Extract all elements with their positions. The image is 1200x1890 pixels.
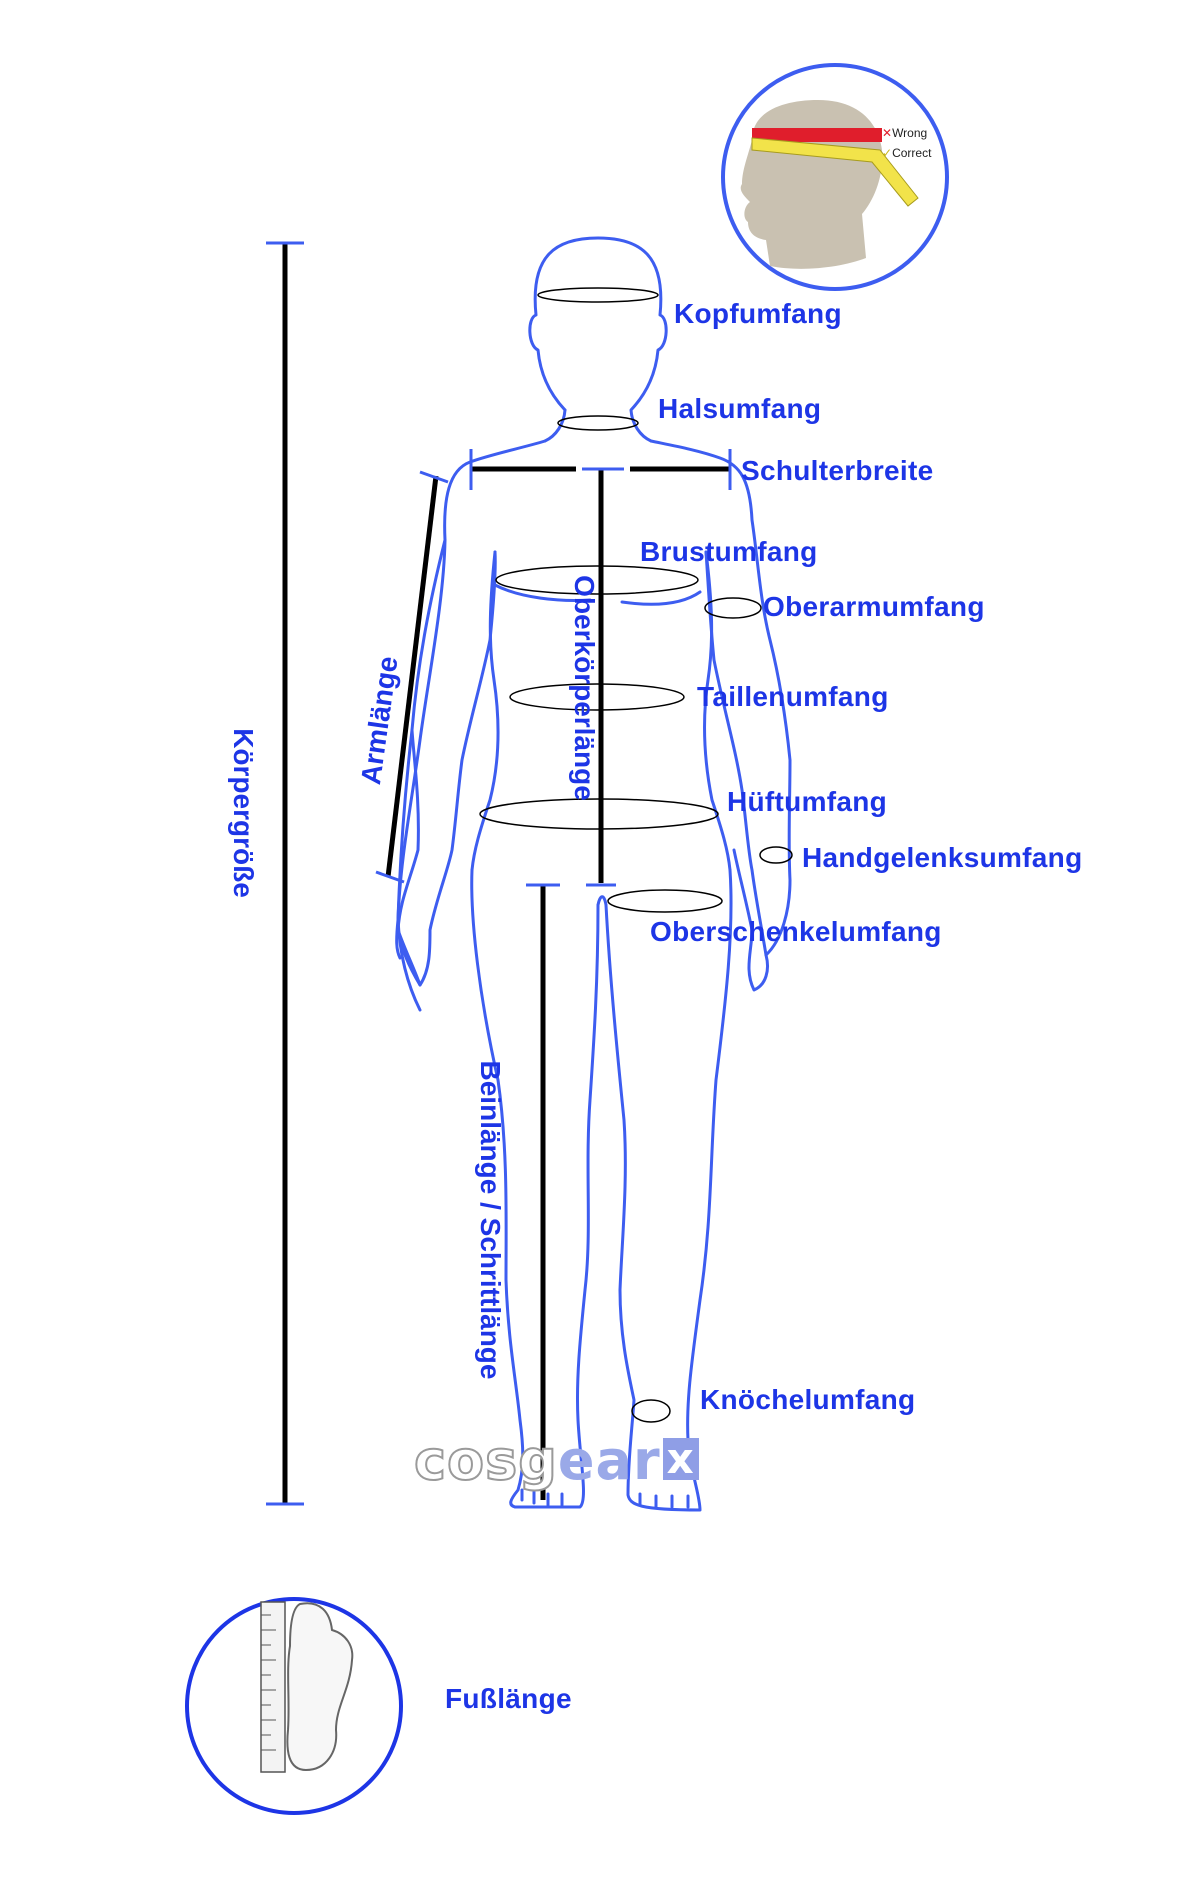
label-shoulder-width: Schulterbreite [741,455,934,486]
wrist-circumference-ellipse [759,846,793,864]
foot-measure-inset [185,1597,403,1815]
ruler [260,1601,286,1773]
wrong-tape-band [752,128,882,142]
correct-mark: ✓Correct [882,146,932,160]
head-measure-inset [721,63,949,291]
label-body-height: Körpergröße [228,728,259,898]
label-foot-length: Fußlänge [445,1683,572,1714]
waist-circumference-ellipse [509,683,685,711]
body-outline [395,236,792,1512]
neck-circumference-ellipse [557,415,639,431]
measuring-tape [751,137,919,207]
head-circumference-ellipse [537,287,659,303]
chest-circumference-ellipse [495,565,699,595]
label-head-circumference: Kopfumfang [674,298,842,329]
label-leg-length: Beinlänge / Schrittlänge [475,1060,506,1380]
label-waist-circumference: Taillenumfang [697,681,889,712]
thigh-circumference-ellipse [607,889,723,913]
arm-length-line [385,475,439,878]
wrong-x-icon: ✕ [882,126,893,140]
ankle-circumference-ellipse [631,1399,671,1423]
wrong-mark: ✕Wrong [882,126,928,140]
measurement-lines [282,243,730,1504]
label-ankle-circumference: Knöchelumfang [700,1384,916,1415]
label-chest-circumference: Brustumfang [640,536,818,567]
upper-arm-circumference-ellipse [704,597,762,619]
label-neck-circumference: Halsumfang [658,393,822,424]
label-thigh-circumference: Oberschenkelumfang [650,916,942,947]
label-wrist-circumference: Handgelenksumfang [802,842,1083,873]
label-hip-circumference: Hüftumfang [727,786,888,817]
measurement-end-caps [266,241,732,1506]
correct-check-icon: ✓ [882,146,893,160]
label-upper-arm-circumference: Oberarmumfang [763,591,985,622]
foot-sole-illustration [286,1602,354,1772]
measurement-ellipses [479,287,793,1423]
label-torso-length: Oberkörperlänge [569,575,600,801]
